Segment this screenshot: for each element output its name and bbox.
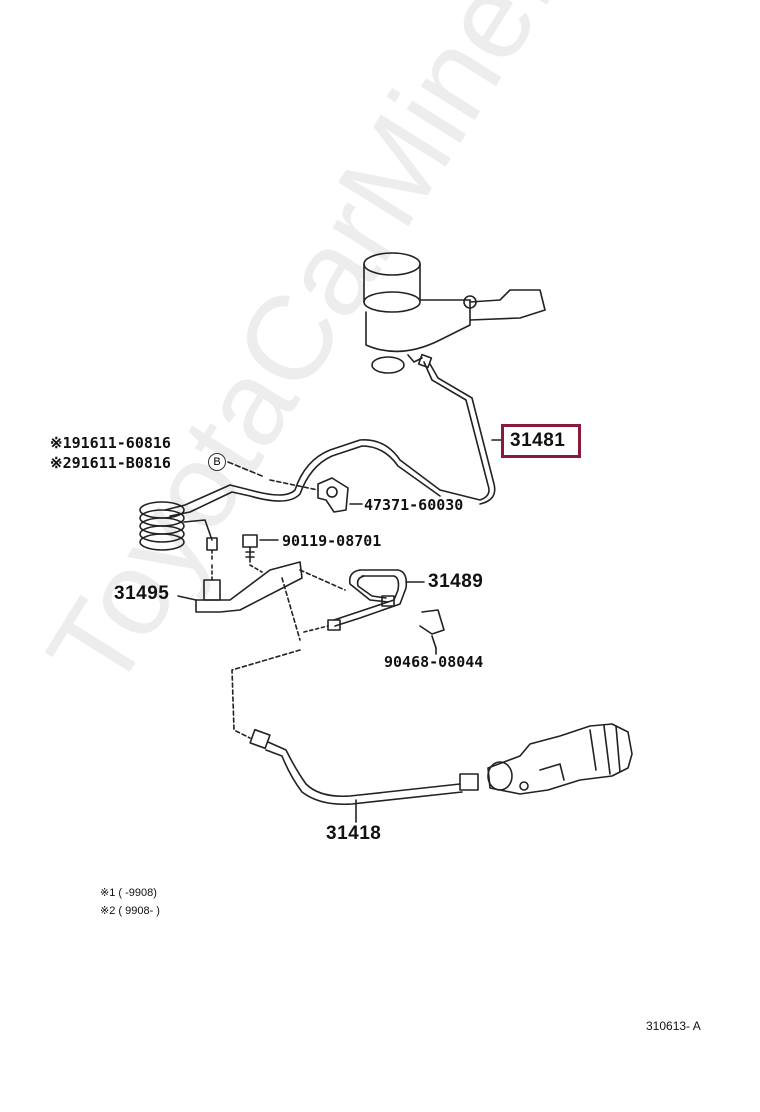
part-label-31481[interactable]: 31481 xyxy=(510,430,566,451)
clip-90468 xyxy=(419,609,445,649)
note-1: ※1 ( -9908) xyxy=(100,887,157,899)
part-label-31418[interactable]: 31418 xyxy=(326,823,382,844)
note-2: ※2 ( 9908- ) xyxy=(100,905,160,917)
leader-b xyxy=(227,461,263,477)
bracket-31495 xyxy=(195,561,346,641)
guide-line xyxy=(231,649,301,739)
leader-31495 xyxy=(177,595,197,601)
clamp-47371 xyxy=(269,477,349,513)
flexible-hose-31418 xyxy=(249,728,479,806)
part-label-90119[interactable]: 90119-08701 xyxy=(282,532,382,550)
diagram-code: 310613- A xyxy=(646,1019,701,1033)
part-label-31489[interactable]: 31489 xyxy=(428,571,484,592)
part-label-90468[interactable]: 90468-08044 xyxy=(384,653,484,671)
highlight-box xyxy=(501,424,581,458)
clutch-pipe-31481 xyxy=(417,353,496,505)
part-label-31495[interactable]: 31495 xyxy=(114,583,170,604)
clutch-master-cylinder xyxy=(363,252,546,374)
clutch-release-cylinder xyxy=(487,723,633,795)
part-label-191611[interactable]: ※191611-60816 xyxy=(50,434,171,452)
clutch-line-pipe xyxy=(139,439,441,563)
part-label-291611[interactable]: ※291611-B0816 xyxy=(50,454,171,472)
b-marker: B xyxy=(208,453,226,471)
part-label-47371[interactable]: 47371-60030 xyxy=(364,496,464,514)
clutch-pipe-31489 xyxy=(303,569,408,633)
bolt-90119 xyxy=(242,534,263,573)
